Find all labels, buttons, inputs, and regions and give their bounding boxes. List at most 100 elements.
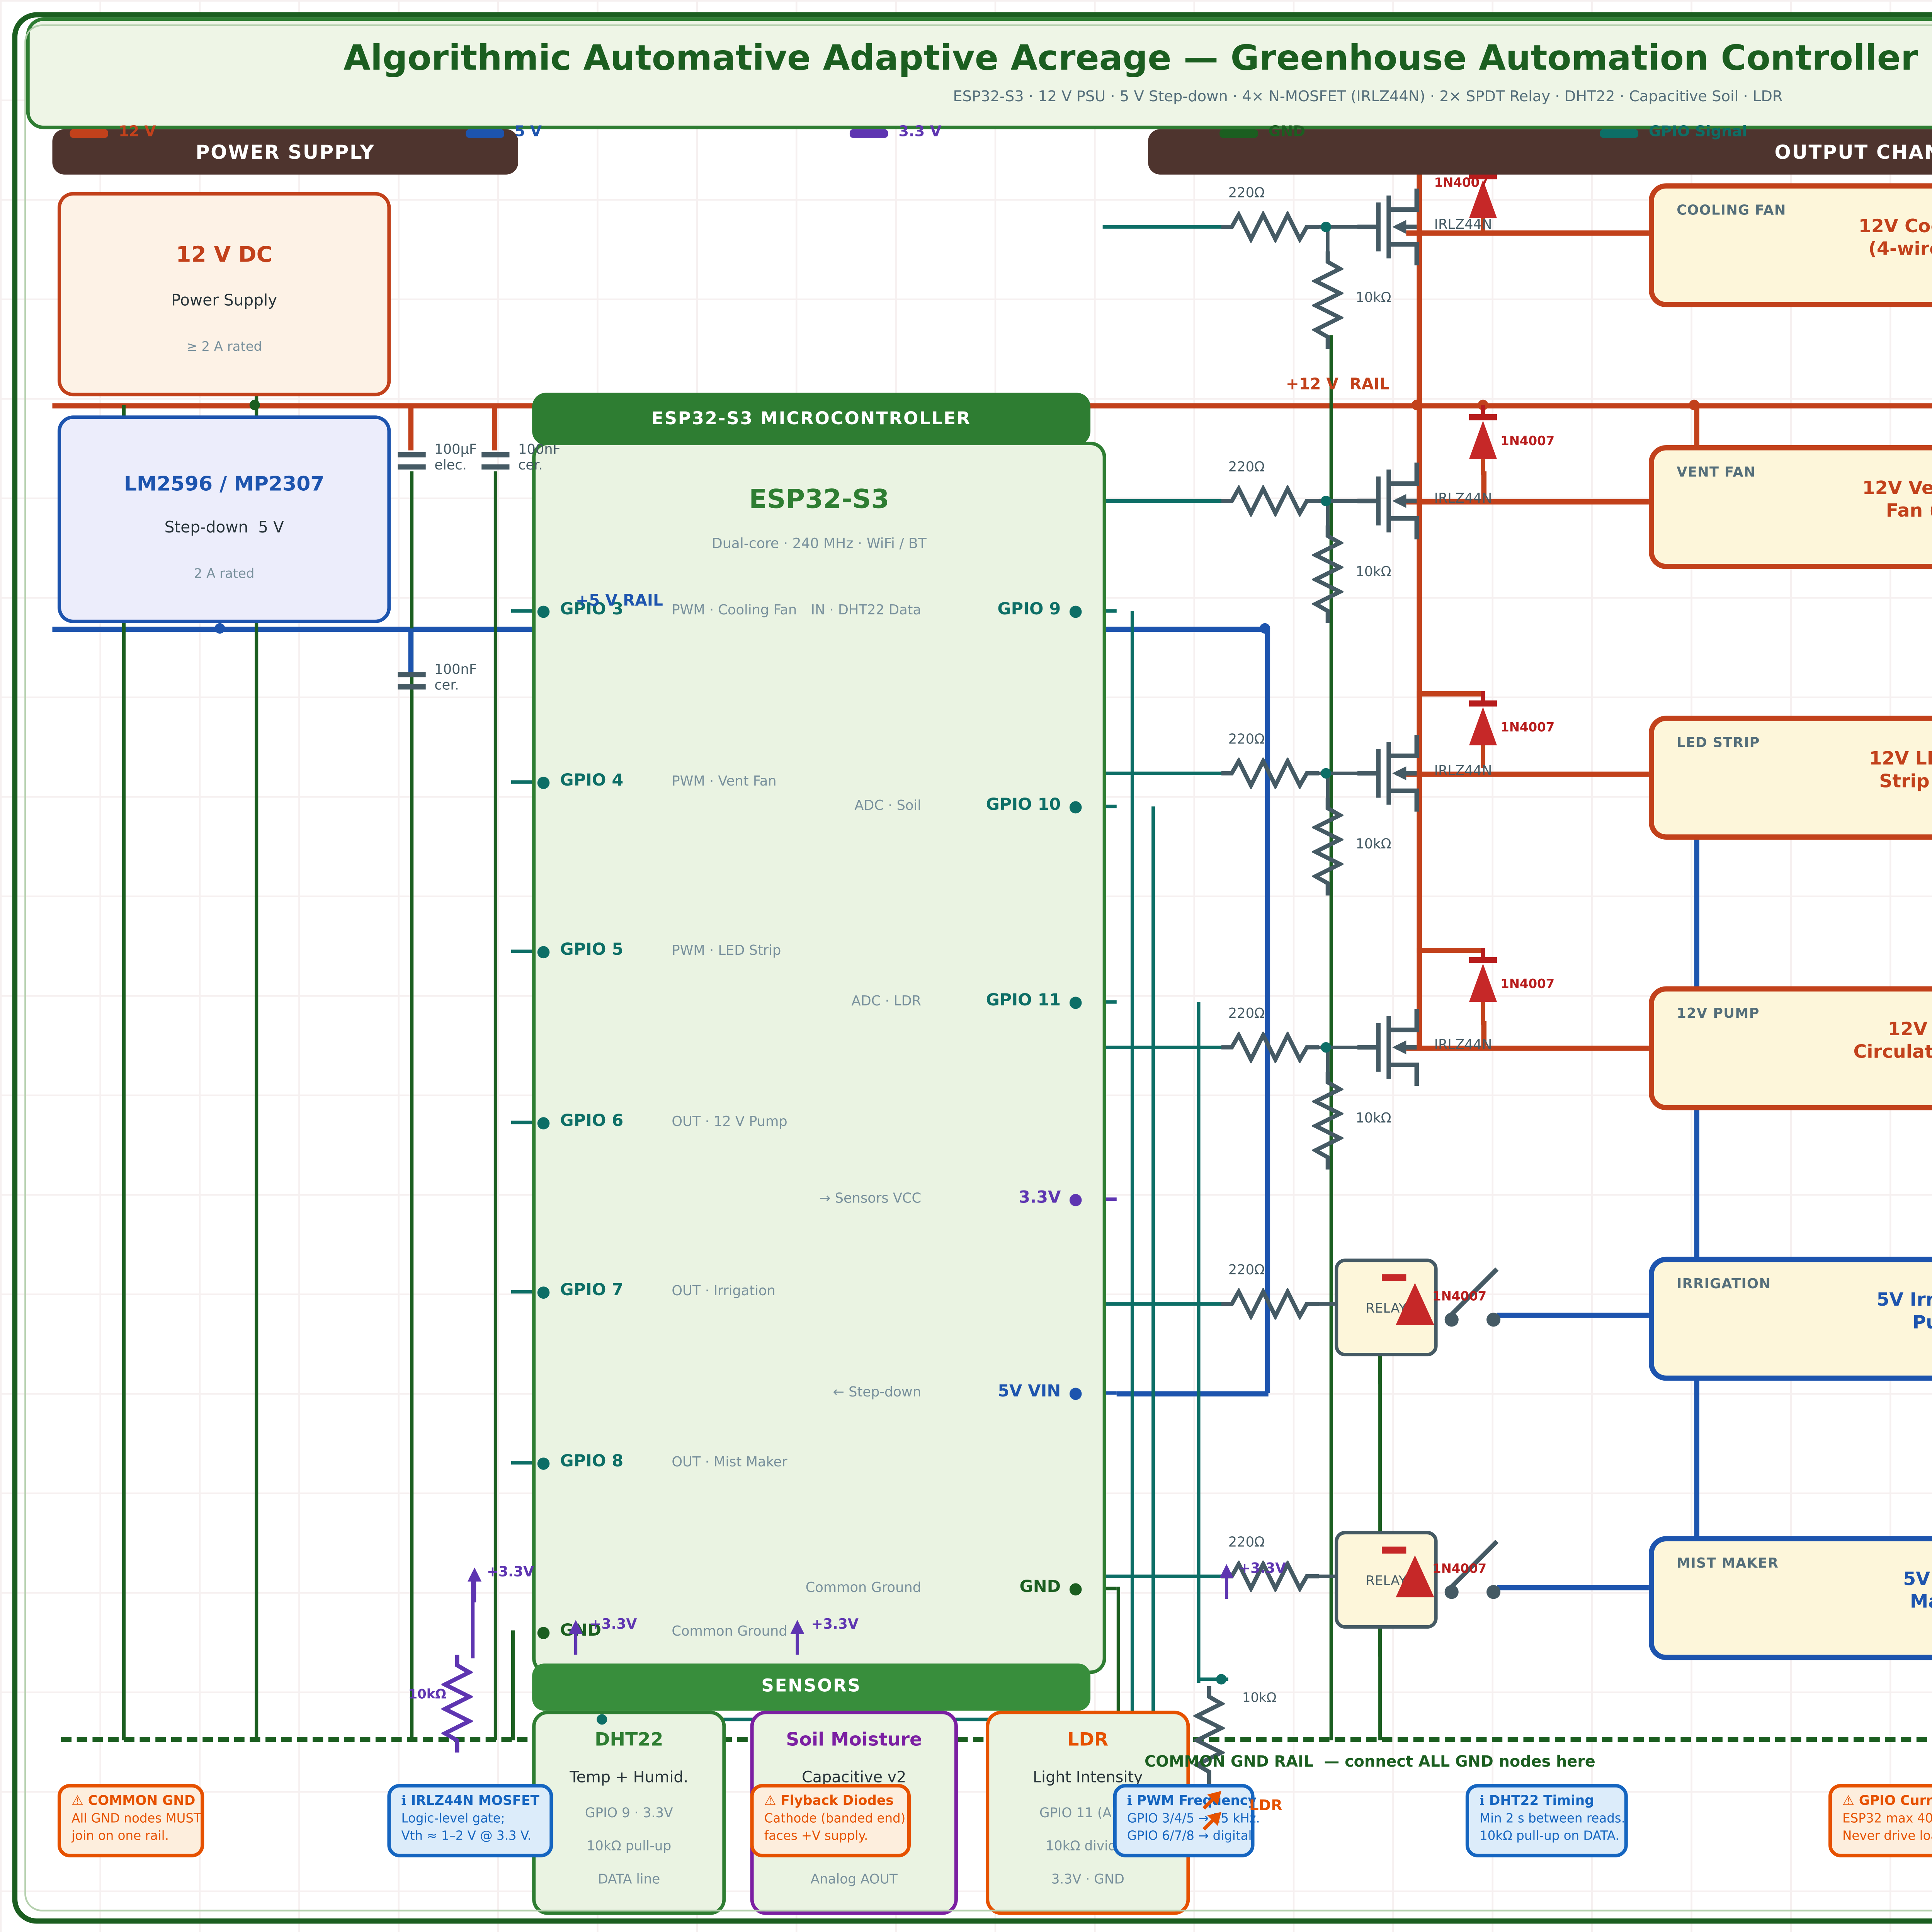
wire-segment — [1326, 228, 1330, 253]
mosfet-label: IRLZ44N — [1434, 763, 1492, 779]
divider-label: 10kΩ — [1242, 1690, 1277, 1706]
resistor-icon — [1221, 1287, 1319, 1321]
resistor-icon — [1221, 1559, 1319, 1594]
note-line: join on one rail. — [71, 1827, 169, 1844]
spdt-contact-icon — [1441, 1534, 1504, 1594]
wire-segment — [1406, 771, 1649, 776]
esp32-pin-desc: PWM · Vent Fan — [672, 773, 777, 789]
v33-label: +3.3V — [486, 1564, 534, 1580]
wire-segment — [408, 405, 413, 451]
esp32-pin-dot — [537, 1456, 550, 1469]
output-channels-header: OUTPUT CHANNELS — [1148, 129, 1932, 175]
flyback-diode-icon — [1466, 405, 1500, 475]
v33-label: +3.3V — [590, 1616, 637, 1632]
flyback-diode-icon — [1392, 1555, 1437, 1600]
output-tag: MIST MAKER — [1677, 1555, 1779, 1571]
wire-segment — [511, 609, 539, 613]
capacitor-icon — [398, 672, 426, 677]
esp32-pin-dot — [1069, 1193, 1082, 1206]
esp32-spec: Dual-core · 240 MHz · WiFi / BT — [711, 536, 927, 552]
buck-title: LM2596 / MP2307 — [124, 471, 325, 496]
junction-dot — [1259, 622, 1270, 634]
pulldown-label: 10kΩ — [1355, 836, 1391, 852]
wire-segment — [255, 389, 259, 1741]
output-title: 5V Mist Maker — [1903, 1569, 1932, 1613]
output-tag: IRRIGATION — [1677, 1276, 1771, 1292]
note-line: faces +V supply. — [764, 1827, 868, 1844]
wire-segment — [1102, 499, 1225, 503]
note-line: All GND nodes MUST — [71, 1810, 201, 1826]
wire-segment — [511, 1630, 515, 1741]
output-title: 12V Ventilation Fan (PWM) — [1862, 478, 1932, 522]
wire-segment — [1197, 1677, 1228, 1682]
esp32-pin-dot — [1069, 605, 1082, 617]
esp32-pin-label: 5V VIN — [998, 1382, 1061, 1402]
legend-swatch — [466, 129, 504, 137]
flyback-label: 1N4007 — [1500, 719, 1555, 735]
flyback-label: 1N4007 — [1500, 433, 1555, 449]
wire-segment — [1378, 1621, 1382, 1657]
junction-dot — [1320, 1042, 1332, 1053]
wire-segment — [1694, 829, 1699, 1536]
gate-resistor-label: 220Ω — [1228, 1534, 1265, 1550]
esp32-pin-desc: PWM · LED Strip — [672, 942, 781, 959]
note-title: ℹ IRLZ44N MOSFET — [401, 1793, 539, 1809]
output-title: 12V Water Circulation Pump — [1853, 1019, 1932, 1063]
legend-item: 5 V — [515, 124, 542, 141]
sensor-line: 3.3V · GND — [1051, 1871, 1124, 1887]
buck-line2: Step-down 5 V — [164, 520, 284, 538]
esp32-pin-desc: ADC · LDR — [851, 993, 922, 1009]
gate-resistor-label: 220Ω — [1228, 459, 1265, 475]
pulldown-label: 10kΩ — [1355, 289, 1391, 306]
esp32-pin-desc: ← Step-down — [833, 1384, 922, 1400]
esp32-pin-desc: OUT · Mist Maker — [672, 1454, 787, 1470]
pulldown-label: 10kΩ — [1355, 1110, 1391, 1126]
note-line: GPIO 6/7/8 → digital. — [1127, 1827, 1256, 1844]
wire-segment — [1116, 1587, 1121, 1741]
esp32-pin-label: GPIO 3 — [560, 600, 624, 620]
resistor-icon — [1311, 798, 1345, 896]
note-box: ⚠ GPIO CurrentESP32 max 40 mA total.Neve… — [1828, 1784, 1932, 1857]
wire-segment — [492, 405, 497, 451]
esp32-pin-dot — [537, 1286, 550, 1298]
esp32-name: ESP32-S3 — [749, 483, 889, 515]
output-title: 12V Cooling Fan (4-wire, PWM) — [1858, 216, 1932, 260]
legend-swatch — [1219, 129, 1258, 137]
wire-segment — [493, 471, 498, 1741]
legend-swatch — [849, 129, 888, 137]
note-title: ℹ DHT22 Timing — [1479, 1793, 1594, 1809]
wire-segment — [1329, 335, 1333, 1741]
note-line: Min 2 s between reads. — [1479, 1810, 1626, 1826]
wire-segment — [511, 780, 539, 784]
sensor-line: 10kΩ pull-up — [587, 1838, 672, 1854]
resistor-icon — [1192, 1686, 1226, 1784]
junction-dot — [1688, 399, 1700, 411]
esp32-pin-dot — [537, 776, 550, 788]
sensor-line: DATA line — [598, 1871, 660, 1887]
wire-segment — [1481, 1021, 1486, 1048]
capacitor-icon — [398, 452, 426, 457]
flyback-label: 1N4007 — [1434, 174, 1488, 190]
up-arrow-icon — [468, 1567, 482, 1603]
mosfet-icon — [1357, 463, 1441, 539]
gate-resistor-label: 220Ω — [1228, 185, 1265, 201]
up-arrow-icon — [1219, 1564, 1234, 1599]
pulldown-label: 10kΩ — [1355, 564, 1391, 580]
esp32-pin-desc: OUT · Irrigation — [672, 1283, 776, 1299]
gate-resistor-label: 220Ω — [1228, 731, 1265, 747]
up-arrow-icon — [790, 1620, 804, 1655]
resistor-icon — [1221, 210, 1319, 244]
wire-segment — [1326, 1049, 1330, 1074]
mosfet-icon — [1357, 735, 1441, 812]
sensor-line: Soil Moisture — [786, 1730, 922, 1751]
wire-segment — [1326, 775, 1330, 800]
note-title: ⚠ Flyback Diodes — [764, 1793, 894, 1809]
resistor-icon — [1221, 1030, 1319, 1065]
page-title: Algorithmic Automative Adaptive Acreage … — [344, 36, 1932, 79]
mosfet-label: IRLZ44N — [1434, 490, 1492, 507]
junction-dot — [1486, 1313, 1501, 1327]
